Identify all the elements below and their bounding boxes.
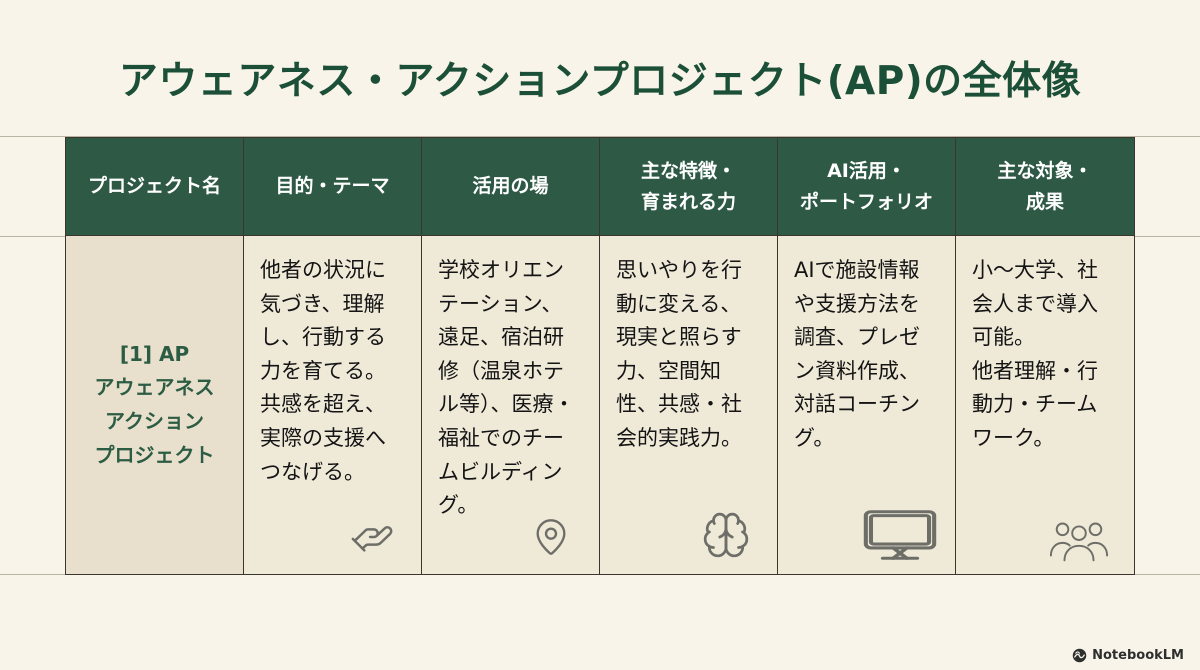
guide-line-top bbox=[0, 136, 1200, 137]
column-header-project-name: プロジェクト名 bbox=[66, 138, 244, 236]
targets-text: 小〜大学、社会人まで導入可能。 他者理解・行動力・チームワーク。 bbox=[972, 258, 1098, 450]
project-name-text: [1] AP アウェアネス アクション プロジェクト bbox=[94, 341, 215, 467]
column-header-venues: 活用の場 bbox=[422, 138, 600, 236]
column-header-ai-portfolio: AI活用・ ポートフォリオ bbox=[778, 138, 956, 236]
purpose-text: 他者の状況に気づき、理解し、行動する力を育てる。共感を超え、実際の支援へつなげる… bbox=[260, 258, 386, 484]
page-title: アウェアネス・アクションプロジェクト(AP)の全体像 bbox=[118, 59, 1082, 104]
brain-icon bbox=[703, 512, 749, 558]
project-overview-table: プロジェクト名 目的・テーマ 活用の場 主な特徴・ 育まれる力 AI活用・ ポー… bbox=[65, 137, 1135, 575]
column-header-features: 主な特徴・ 育まれる力 bbox=[600, 138, 778, 236]
cell-features: 思いやりを行動に変える、現実と照らす力、空間知性、共感・社会的実践力。 bbox=[600, 236, 778, 574]
notebooklm-logo-icon bbox=[1072, 648, 1087, 663]
table-body-row: [1] AP アウェアネス アクション プロジェクト 他者の状況に気づき、理解し… bbox=[66, 236, 1134, 574]
column-header-purpose: 目的・テーマ bbox=[244, 138, 422, 236]
cell-ai-portfolio: AIで施設情報や支援方法を調査、プレゼン資料作成、対話コーチング。 bbox=[778, 236, 956, 574]
table-header-row: プロジェクト名 目的・テーマ 活用の場 主な特徴・ 育まれる力 AI活用・ ポー… bbox=[66, 138, 1134, 236]
hand-icon bbox=[351, 526, 393, 552]
monitor-icon bbox=[863, 510, 937, 560]
ai-portfolio-text: AIで施設情報や支援方法を調査、プレゼン資料作成、対話コーチング。 bbox=[794, 258, 920, 450]
watermark-label: NotebookLM bbox=[1092, 648, 1184, 663]
cell-targets: 小〜大学、社会人まで導入可能。 他者理解・行動力・チームワーク。 bbox=[956, 236, 1134, 574]
venues-text: 学校オリエンテーション、遠足、宿泊研修（温泉ホテル等）、医療・福祉でのチームビル… bbox=[438, 258, 575, 518]
location-pin-icon bbox=[536, 519, 566, 555]
cell-purpose: 他者の状況に気づき、理解し、行動する力を育てる。共感を超え、実際の支援へつなげる… bbox=[244, 236, 422, 574]
column-header-targets: 主な対象・ 成果 bbox=[956, 138, 1134, 236]
cell-project-name: [1] AP アウェアネス アクション プロジェクト bbox=[66, 236, 244, 574]
people-group-icon bbox=[1049, 522, 1109, 562]
cell-venues: 学校オリエンテーション、遠足、宿泊研修（温泉ホテル等）、医療・福祉でのチームビル… bbox=[422, 236, 600, 574]
features-text: 思いやりを行動に変える、現実と照らす力、空間知性、共感・社会的実践力。 bbox=[616, 258, 742, 450]
notebooklm-watermark: NotebookLM bbox=[1072, 648, 1184, 663]
